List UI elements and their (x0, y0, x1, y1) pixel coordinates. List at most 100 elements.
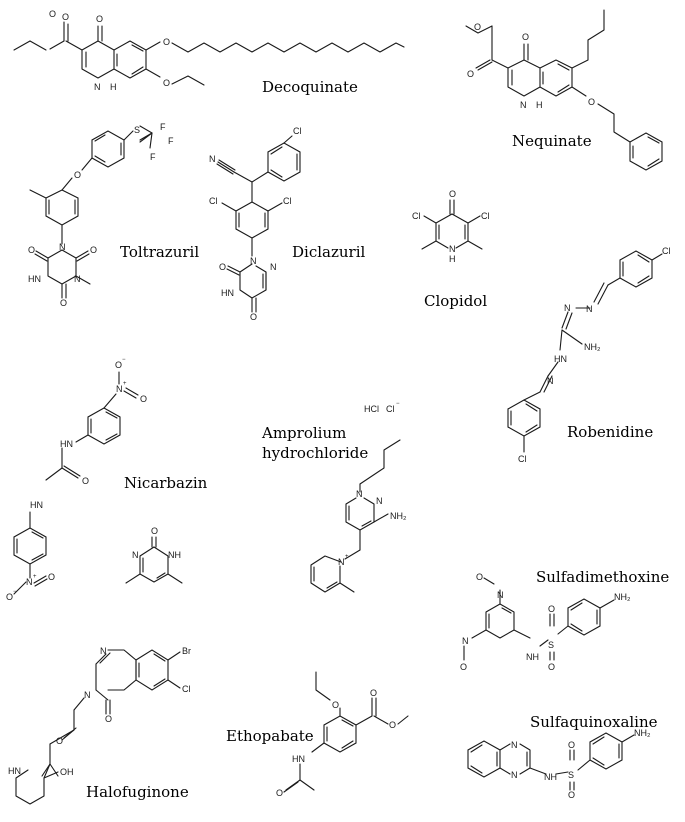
sulfadimethoxine-bonds (463, 577, 615, 661)
decoquinate-atom-nh: N (94, 82, 101, 92)
robenidine-atom-n2: N (564, 303, 571, 313)
toltrazuril-atom-f1: F (160, 122, 166, 132)
toltrazuril-atom-n1: N (59, 242, 66, 252)
nicarbazin-atom-o-top: O (140, 394, 147, 404)
sulfadimethoxine-atom-nh2: NH₂ (614, 592, 631, 602)
diclazuril-structure: Cl N Cl Cl N N HN O O Diclazuril (209, 126, 365, 322)
nequinate-atom-o-ester2: O (467, 69, 474, 79)
nicarbazin-charge-plus-top: + (123, 381, 127, 387)
ethopabate-atom-o2: O (389, 720, 396, 730)
nicarbazin-atom-nh-pyr: NH (168, 550, 181, 560)
diclazuril-atom-cl-top: Cl (293, 126, 302, 136)
halofuginone-label: Halofuginone (86, 783, 189, 801)
sulfaquinoxaline-bonds (467, 732, 635, 791)
toltrazuril-atom-n2: N (74, 274, 81, 284)
halofuginone-atom-n1: N (100, 646, 107, 656)
toltrazuril-atom-o3: O (60, 298, 67, 308)
decoquinate-bonds (13, 21, 405, 86)
sulfaquinoxaline-label: Sulfaquinoxaline (530, 713, 658, 731)
nequinate-atom-o-ester1: O (474, 22, 481, 32)
robenidine-atom-nh2: NH₂ (584, 342, 601, 352)
nicarbazin-bonds (13, 371, 183, 595)
diclazuril-atom-o2: O (250, 312, 257, 322)
robenidine-label: Robenidine (567, 423, 653, 441)
amprolium-charge-plus: + (345, 554, 349, 560)
clopidol-atom-o: O (449, 189, 456, 199)
sulfaquinoxaline-atom-n2: N (511, 770, 518, 780)
ethopabate-label: Ethopabate (226, 727, 314, 745)
amprolium-atom-hcl: HCl (364, 404, 379, 414)
nequinate-atom-o-ether: O (588, 97, 595, 107)
halofuginone-atom-br: Br (182, 646, 191, 656)
ethopabate-atom-hn: HN (292, 754, 305, 764)
clopidol-atom-h: H (449, 254, 456, 264)
decoquinate-atom-o-ester1: O (49, 9, 56, 19)
diclazuril-atom-cl-right: Cl (283, 196, 292, 206)
halofuginone-atom-n2: N (84, 690, 91, 700)
diclazuril-atom-o1: O (219, 262, 226, 272)
nicarbazin-atom-o-minus-top: O (115, 360, 122, 370)
nicarbazin-atom-n-pyr: N (132, 550, 139, 560)
decoquinate-atom-h: H (110, 82, 117, 92)
ethopabate-atom-o-ether: O (332, 700, 339, 710)
nicarbazin-structure: O − N + O HN O HN N + O O − O N NH Nicar… (6, 357, 208, 602)
sulfadimethoxine-atom-o4: O (548, 662, 555, 672)
nicarbazin-atom-o-bot: O (48, 572, 55, 582)
halofuginone-bonds (15, 649, 181, 805)
sulfadimethoxine-atom-n1: N (497, 590, 504, 600)
decoquinate-label: Decoquinate (262, 78, 358, 96)
decoquinate-atom-o-ketone: O (96, 14, 103, 24)
sulfadimethoxine-atom-o1: O (476, 572, 483, 582)
halofuginone-atom-o1: O (105, 714, 112, 724)
amprolium-bonds (310, 439, 401, 593)
ethopabate-bonds (283, 671, 409, 793)
decoquinate-atom-o-ether2: O (163, 78, 170, 88)
nicarbazin-charge-minus-bot: − (13, 589, 17, 595)
decoquinate-atom-o-ester2: O (62, 12, 69, 22)
diclazuril-atom-cl-left: Cl (209, 196, 218, 206)
nicarbazin-label: Nicarbazin (124, 474, 208, 492)
halofuginone-atom-hn: HN (8, 766, 21, 776)
nicarbazin-atom-o-urea: O (82, 476, 89, 486)
toltrazuril-atom-o2: O (90, 245, 97, 255)
nequinate-atom-h: H (536, 100, 543, 110)
nicarbazin-atom-o-pyr: O (151, 526, 158, 536)
sulfaquinoxaline-atom-nh: NH (544, 772, 557, 782)
decoquinate-atom-o-ether1: O (163, 37, 170, 47)
amprolium-label-line2: hydrochloride (262, 444, 368, 462)
diclazuril-atom-n1: N (250, 256, 257, 266)
toltrazuril-label: Toltrazuril (120, 243, 199, 261)
diclazuril-atom-n2: N (270, 262, 277, 272)
sulfaquinoxaline-atom-o1: O (568, 740, 575, 750)
sulfaquinoxaline-atom-o2: O (568, 790, 575, 800)
toltrazuril-bonds (29, 125, 153, 299)
sulfadimethoxine-atom-s: S (548, 640, 554, 650)
sulfadimethoxine-atom-nh: NH (526, 652, 539, 662)
diclazuril-atom-n-cyano: N (209, 154, 216, 164)
nicarbazin-atom-n-plus-bot: N (26, 577, 33, 587)
robenidine-atom-hn: HN (554, 354, 567, 364)
amprolium-label-line1: Amprolium (261, 424, 346, 442)
sulfaquinoxaline-atom-s: S (568, 770, 574, 780)
toltrazuril-atom-hn: HN (28, 274, 41, 284)
sulfadimethoxine-atom-n2: N (462, 636, 469, 646)
amprolium-atom-nh2: NH₂ (390, 511, 407, 521)
robenidine-atom-cl-bot: Cl (518, 454, 527, 464)
clopidol-structure: O Cl Cl N H Clopidol (412, 189, 490, 310)
halofuginone-atom-cl: Cl (182, 684, 191, 694)
amprolium-atom-n-plus: N (338, 557, 345, 567)
nicarbazin-atom-o-minus-bot: O (6, 592, 13, 602)
amprolium-charge-minus: − (396, 401, 400, 407)
sulfaquinoxaline-atom-nh2: NH₂ (634, 728, 651, 738)
clopidol-atom-cl1: Cl (412, 211, 421, 221)
ethopabate-atom-o1: O (370, 688, 377, 698)
halofuginone-atom-oh: OH (60, 767, 74, 777)
clopidol-atom-n: N (449, 244, 456, 254)
toltrazuril-structure: S F F F O N N HN O O O Toltrazuril (28, 122, 199, 308)
clopidol-atom-cl2: Cl (481, 211, 490, 221)
nequinate-atom-nh: N (520, 100, 527, 110)
nicarbazin-charge-plus-bot: + (33, 574, 37, 580)
amprolium-atom-cl-minus: Cl (386, 404, 395, 414)
halofuginone-atom-o2: O (56, 736, 63, 746)
